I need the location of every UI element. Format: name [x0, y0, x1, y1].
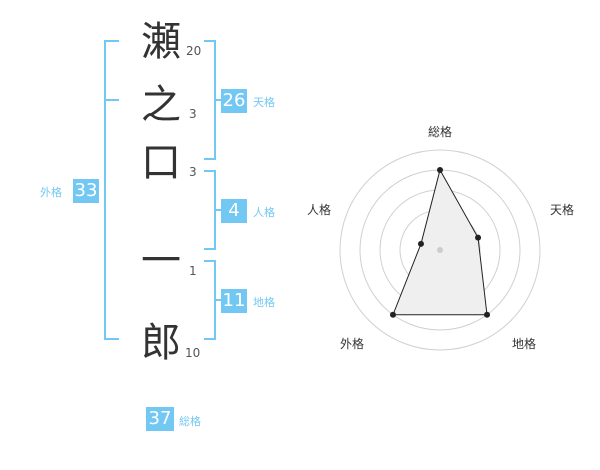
radar-points: [389, 167, 491, 318]
soukaku-label: 総格: [179, 415, 201, 428]
radar-label-tenkaku: 天格: [550, 203, 575, 217]
gaikaku-value: 33: [73, 179, 99, 203]
stroke-count-3: 3: [189, 165, 197, 179]
chikaku-bracket-tick: [214, 299, 222, 301]
jinkaku-value: 4: [221, 199, 247, 223]
gaikaku-bracket: [104, 40, 119, 340]
radar-label-gaikaku: 外格: [340, 337, 365, 351]
radar-point: [417, 240, 424, 247]
jinkaku-label: 人格: [253, 206, 275, 219]
name-char-4: 一: [141, 238, 181, 284]
name-char-1: 瀬: [141, 19, 181, 65]
name-char-5: 郎: [141, 320, 181, 366]
soukaku-value: 37: [146, 407, 174, 431]
gaikaku-bracket-tick: [104, 99, 119, 101]
radar-ring: [339, 149, 541, 351]
gaikaku-label: 外格: [40, 186, 62, 199]
stroke-count-4: 1: [189, 264, 197, 278]
radar-point: [389, 311, 396, 318]
radar-point: [437, 167, 443, 173]
stroke-count-1: 20: [186, 44, 202, 58]
chikaku-label: 地格: [253, 296, 275, 309]
radar-label-jinkaku: 人格: [307, 203, 332, 217]
tenkaku-bracket-tick: [214, 99, 222, 101]
jinkaku-bracket-tick: [214, 209, 222, 211]
name-char-3: 口: [141, 140, 181, 186]
tenkaku-value: 26: [221, 89, 247, 113]
chikaku-value: 11: [221, 289, 247, 313]
radar-label-soukaku: 総格: [428, 125, 453, 139]
stroke-count-2: 3: [189, 107, 197, 121]
name-char-2: 之: [141, 82, 181, 128]
radar-center-dot: [437, 247, 443, 253]
radar-label-chikaku: 地格: [512, 337, 537, 351]
tenkaku-label: 天格: [253, 96, 275, 109]
radar-point: [484, 311, 491, 318]
stroke-count-5: 10: [185, 346, 201, 360]
radar-point: [475, 234, 482, 241]
radar-shape: [392, 168, 488, 316]
